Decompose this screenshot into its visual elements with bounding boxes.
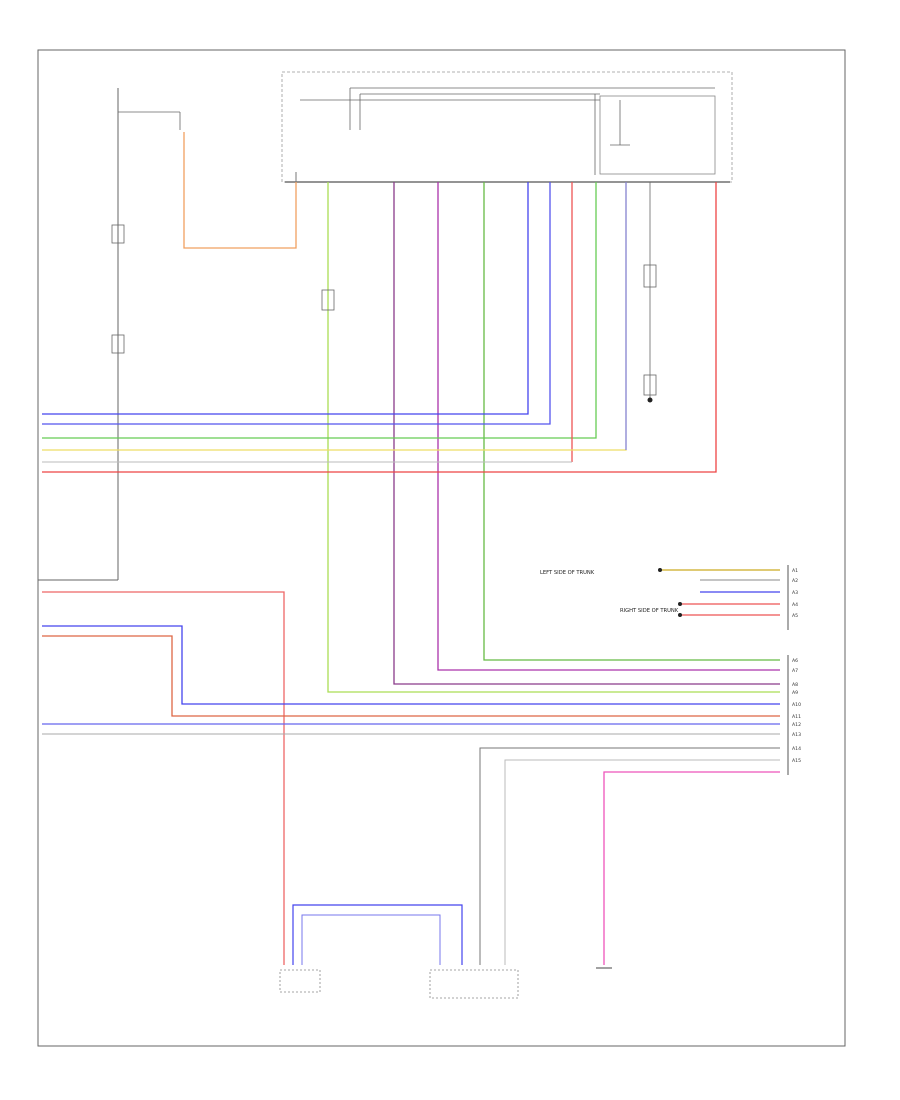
connector-note-left: LEFT SIDE OF TRUNK	[540, 570, 595, 576]
control-module	[281, 71, 733, 183]
gray-wire-bottom-2	[504, 759, 780, 965]
light-green-wire	[327, 182, 780, 693]
gray-wire-bottom	[479, 747, 780, 965]
pin-label: A1	[792, 568, 798, 574]
right-sensors	[643, 182, 657, 403]
pin-label: A12	[792, 722, 801, 728]
pin-label: A4	[792, 602, 798, 608]
pin-label: A15	[792, 758, 801, 764]
pin-label: A9	[792, 690, 798, 696]
yellow-wire	[42, 182, 627, 451]
pin-label: A10	[792, 702, 801, 708]
diagram-frame	[37, 49, 846, 1047]
pin-label: A2	[792, 578, 798, 584]
pin-label: A14	[792, 746, 801, 752]
purple-wire-1	[393, 182, 780, 685]
left-fuse-circuit	[38, 88, 181, 581]
right-connector	[658, 565, 789, 775]
pin-label: A5	[792, 613, 798, 619]
red-wire-4	[42, 635, 780, 717]
blue-wire-2	[42, 182, 551, 425]
pin-label: A7	[792, 668, 798, 674]
pin-label: A6	[792, 658, 798, 664]
orange-wire	[183, 132, 297, 249]
red-wire-down	[42, 591, 285, 830]
red-wire-bus	[42, 182, 717, 473]
blue-wire-1	[42, 182, 529, 415]
connector-note-right: RIGHT SIDE OF TRUNK	[620, 608, 679, 614]
pin-label: A8	[792, 682, 798, 688]
blue-wire-4	[42, 625, 780, 705]
purple-wire-2	[437, 182, 780, 671]
green-wire-bus	[42, 182, 597, 439]
green-wire-right	[483, 182, 780, 661]
pin-label: A11	[792, 714, 801, 720]
pin-label: A13	[792, 732, 801, 738]
bottom-components	[279, 904, 612, 999]
pin-label: A3	[792, 590, 798, 596]
pink-wire	[603, 771, 780, 965]
